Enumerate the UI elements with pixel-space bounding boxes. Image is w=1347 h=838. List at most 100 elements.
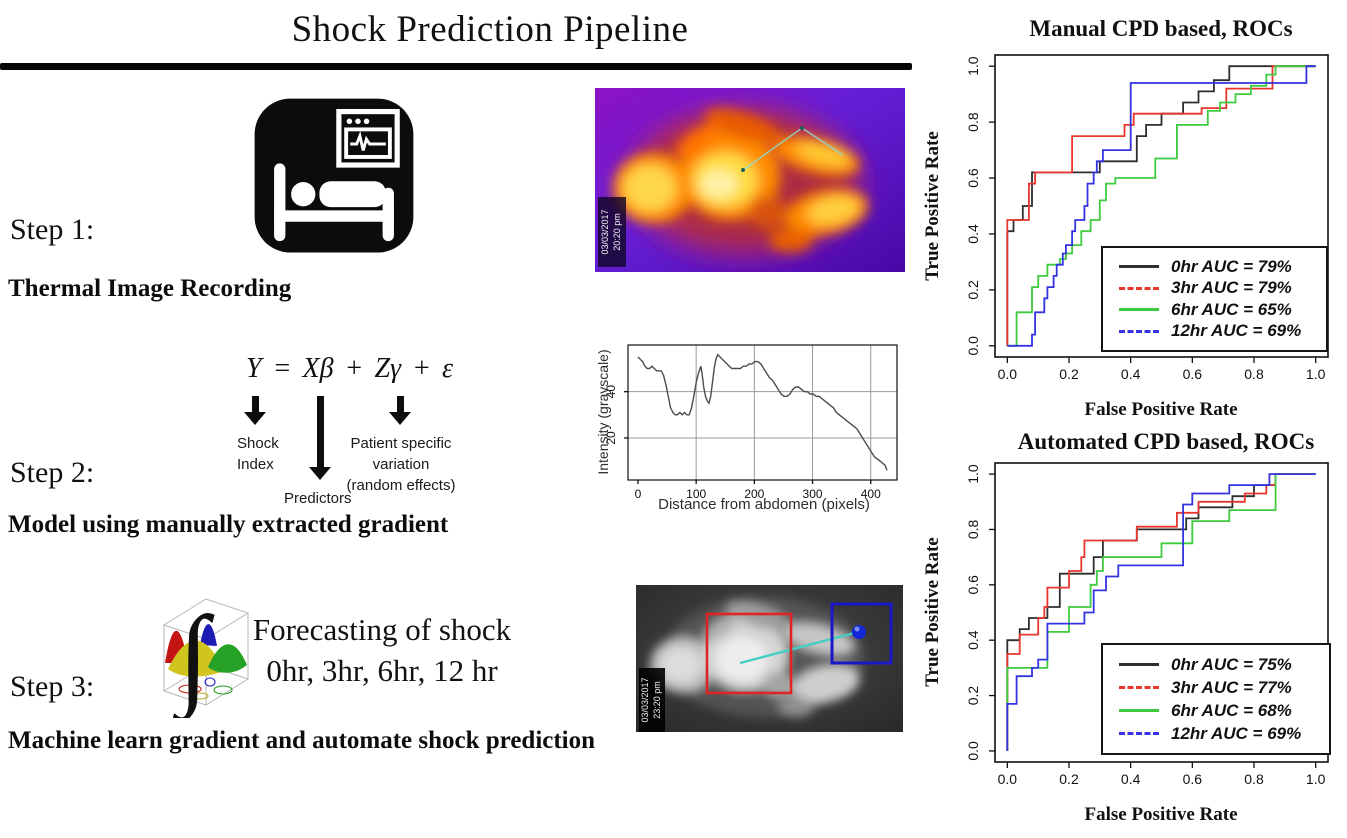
series-3hr (1006, 65, 1316, 346)
tick-label: 0 (635, 487, 642, 501)
tick-label: 0.2 (1059, 366, 1079, 382)
plot-box (627, 344, 898, 481)
legend-line-0hr (1119, 663, 1159, 666)
thermal-timestamp: 03/03/2017 20:20 pm (598, 197, 626, 267)
tick-label: 0.6 (1183, 366, 1203, 382)
tick-label: 0.0 (998, 771, 1018, 787)
roc-automated-legend: 0hr AUC = 75% 3hr AUC = 77% 6hr AUC = 68… (1101, 643, 1331, 755)
shock-index-label: Shock Index (237, 435, 279, 473)
step3-label: Step 3: (10, 670, 95, 703)
series-6hr (1007, 65, 1316, 347)
roc-manual-xlabel: False Positive Rate (1084, 399, 1238, 420)
tick-label: 0.6 (1183, 771, 1203, 787)
measurement-point (800, 126, 804, 130)
tick-label: 0.2 (1059, 771, 1079, 787)
series-intensity (637, 353, 888, 471)
arrow-shock-index (244, 396, 266, 425)
target-point (852, 625, 866, 639)
intensity-ylabel: Intensity (grayscale) (595, 349, 611, 475)
step1-caption: Thermal Image Recording (8, 275, 292, 302)
equation-plus: + (344, 353, 364, 384)
series-3hr (1006, 473, 1316, 751)
thermal-timestamp-date: 03/03/2017 (600, 209, 610, 255)
mixed-model-equation: Y = Xβ + Zγ + ε (246, 353, 453, 385)
grayscale-thermal-image (636, 585, 903, 732)
tick-label: 0.6 (965, 168, 981, 188)
equation-equals: = (272, 353, 292, 384)
predictors-label: Predictors (284, 490, 352, 507)
integral-surface-icon: ∫ (162, 594, 250, 718)
intensity-xlabel: Distance from abdomen (pixels) (658, 496, 870, 513)
tick-label: 20 (604, 431, 618, 445)
roc-manual-chart: 0.0 0.2 0.4 0.6 0.8 1.0 0.0 0.2 0.4 0.6 0.8 1.0 (965, 54, 1329, 382)
equation-term-eps: ε (441, 353, 454, 384)
tick-label: 0.4 (1121, 771, 1141, 787)
tick-label: 1.0 (965, 56, 981, 76)
tick-label: 1.0 (1306, 771, 1326, 787)
step2-caption: Model using manually extracted gradient (8, 511, 449, 538)
tick-label: 200 (744, 487, 764, 501)
step1-label: Step 1: (10, 213, 95, 246)
series-12hr (1007, 65, 1316, 347)
legend-line-12hr (1119, 732, 1159, 735)
arrow-predictors (309, 396, 331, 480)
density-surfaces (165, 624, 247, 677)
tick-label: 100 (686, 487, 706, 501)
roc-manual-legend: 0hr AUC = 79% 3hr AUC = 79% 6hr AUC = 65… (1101, 246, 1328, 352)
plot-box (994, 54, 1329, 358)
patient-monitor-glyph (336, 108, 400, 168)
equation-term-zg: Zγ (374, 353, 402, 384)
tick-label: 0.6 (965, 575, 981, 595)
page-title: Shock Prediction Pipeline (291, 9, 689, 50)
legend-entry-6hr: 6hr AUC = 68% (1119, 701, 1325, 721)
roc-manual-ylabel: True Positive Rate (922, 131, 943, 281)
tick-label: 0.8 (1244, 771, 1264, 787)
bed-glyph (274, 163, 394, 242)
series-12hr (1006, 473, 1316, 751)
gradient-line (739, 630, 859, 665)
roc-manual-title: Manual CPD based, ROCs (1029, 16, 1293, 41)
thermal-image (595, 88, 905, 272)
tick-label: 0.8 (965, 520, 981, 540)
legend-entry-0hr: 0hr AUC = 79% (1119, 257, 1322, 277)
grayscale-timestamp: 03/03/2017 23:20 pm (639, 668, 665, 732)
arrow-patient-variation (389, 396, 411, 425)
integral-glyph: ∫ (172, 594, 215, 718)
roc-automated-xlabel: False Positive Rate (1084, 804, 1238, 825)
legend-line-6hr (1119, 308, 1159, 312)
infant-body-heatmap (613, 108, 869, 252)
forecast-text: Forecasting of shock 0hr, 3hr, 6hr, 12 h… (252, 612, 512, 688)
legend-line-12hr (1119, 329, 1159, 333)
tick-label: 0.8 (965, 112, 981, 132)
target-point-highlight (854, 626, 860, 632)
tick-label: 0.2 (965, 686, 981, 706)
tick-label: 0.0 (965, 336, 981, 356)
head-roi-box (830, 602, 893, 665)
step3-caption: Machine learn gradient and automate shoc… (8, 727, 596, 754)
tick-label: 1.0 (1306, 366, 1326, 382)
tick-label: 0.2 (965, 280, 981, 300)
tick-label: 0.4 (965, 224, 981, 244)
tick-label: 1.0 (965, 464, 981, 484)
patient-variation-label: Patient specific variation (random effec… (346, 435, 456, 494)
hospital-bed-monitor-icon (254, 98, 414, 253)
equation-plus: + (412, 353, 431, 384)
legend-line-3hr (1119, 286, 1159, 290)
legend-line-6hr (1119, 709, 1159, 712)
tick-label: 0.0 (998, 366, 1018, 382)
tick-label: 0.8 (1244, 366, 1264, 382)
grayscale-timestamp-date: 03/03/2017 (640, 677, 650, 723)
roc-automated-title: Automated CPD based, ROCs (1017, 429, 1315, 454)
equation-term-y: Y (246, 353, 262, 384)
measurement-point (741, 168, 745, 172)
legend-entry-12hr: 12hr AUC = 69% (1119, 321, 1322, 341)
legend-entry-3hr: 3hr AUC = 77% (1119, 678, 1325, 698)
legend-entry-6hr: 6hr AUC = 65% (1119, 300, 1322, 320)
title-divider (0, 63, 912, 70)
tick-label: 0.4 (1121, 366, 1141, 382)
tick-label: 40 (604, 385, 618, 399)
legend-entry-12hr: 12hr AUC = 69% (1119, 724, 1325, 744)
